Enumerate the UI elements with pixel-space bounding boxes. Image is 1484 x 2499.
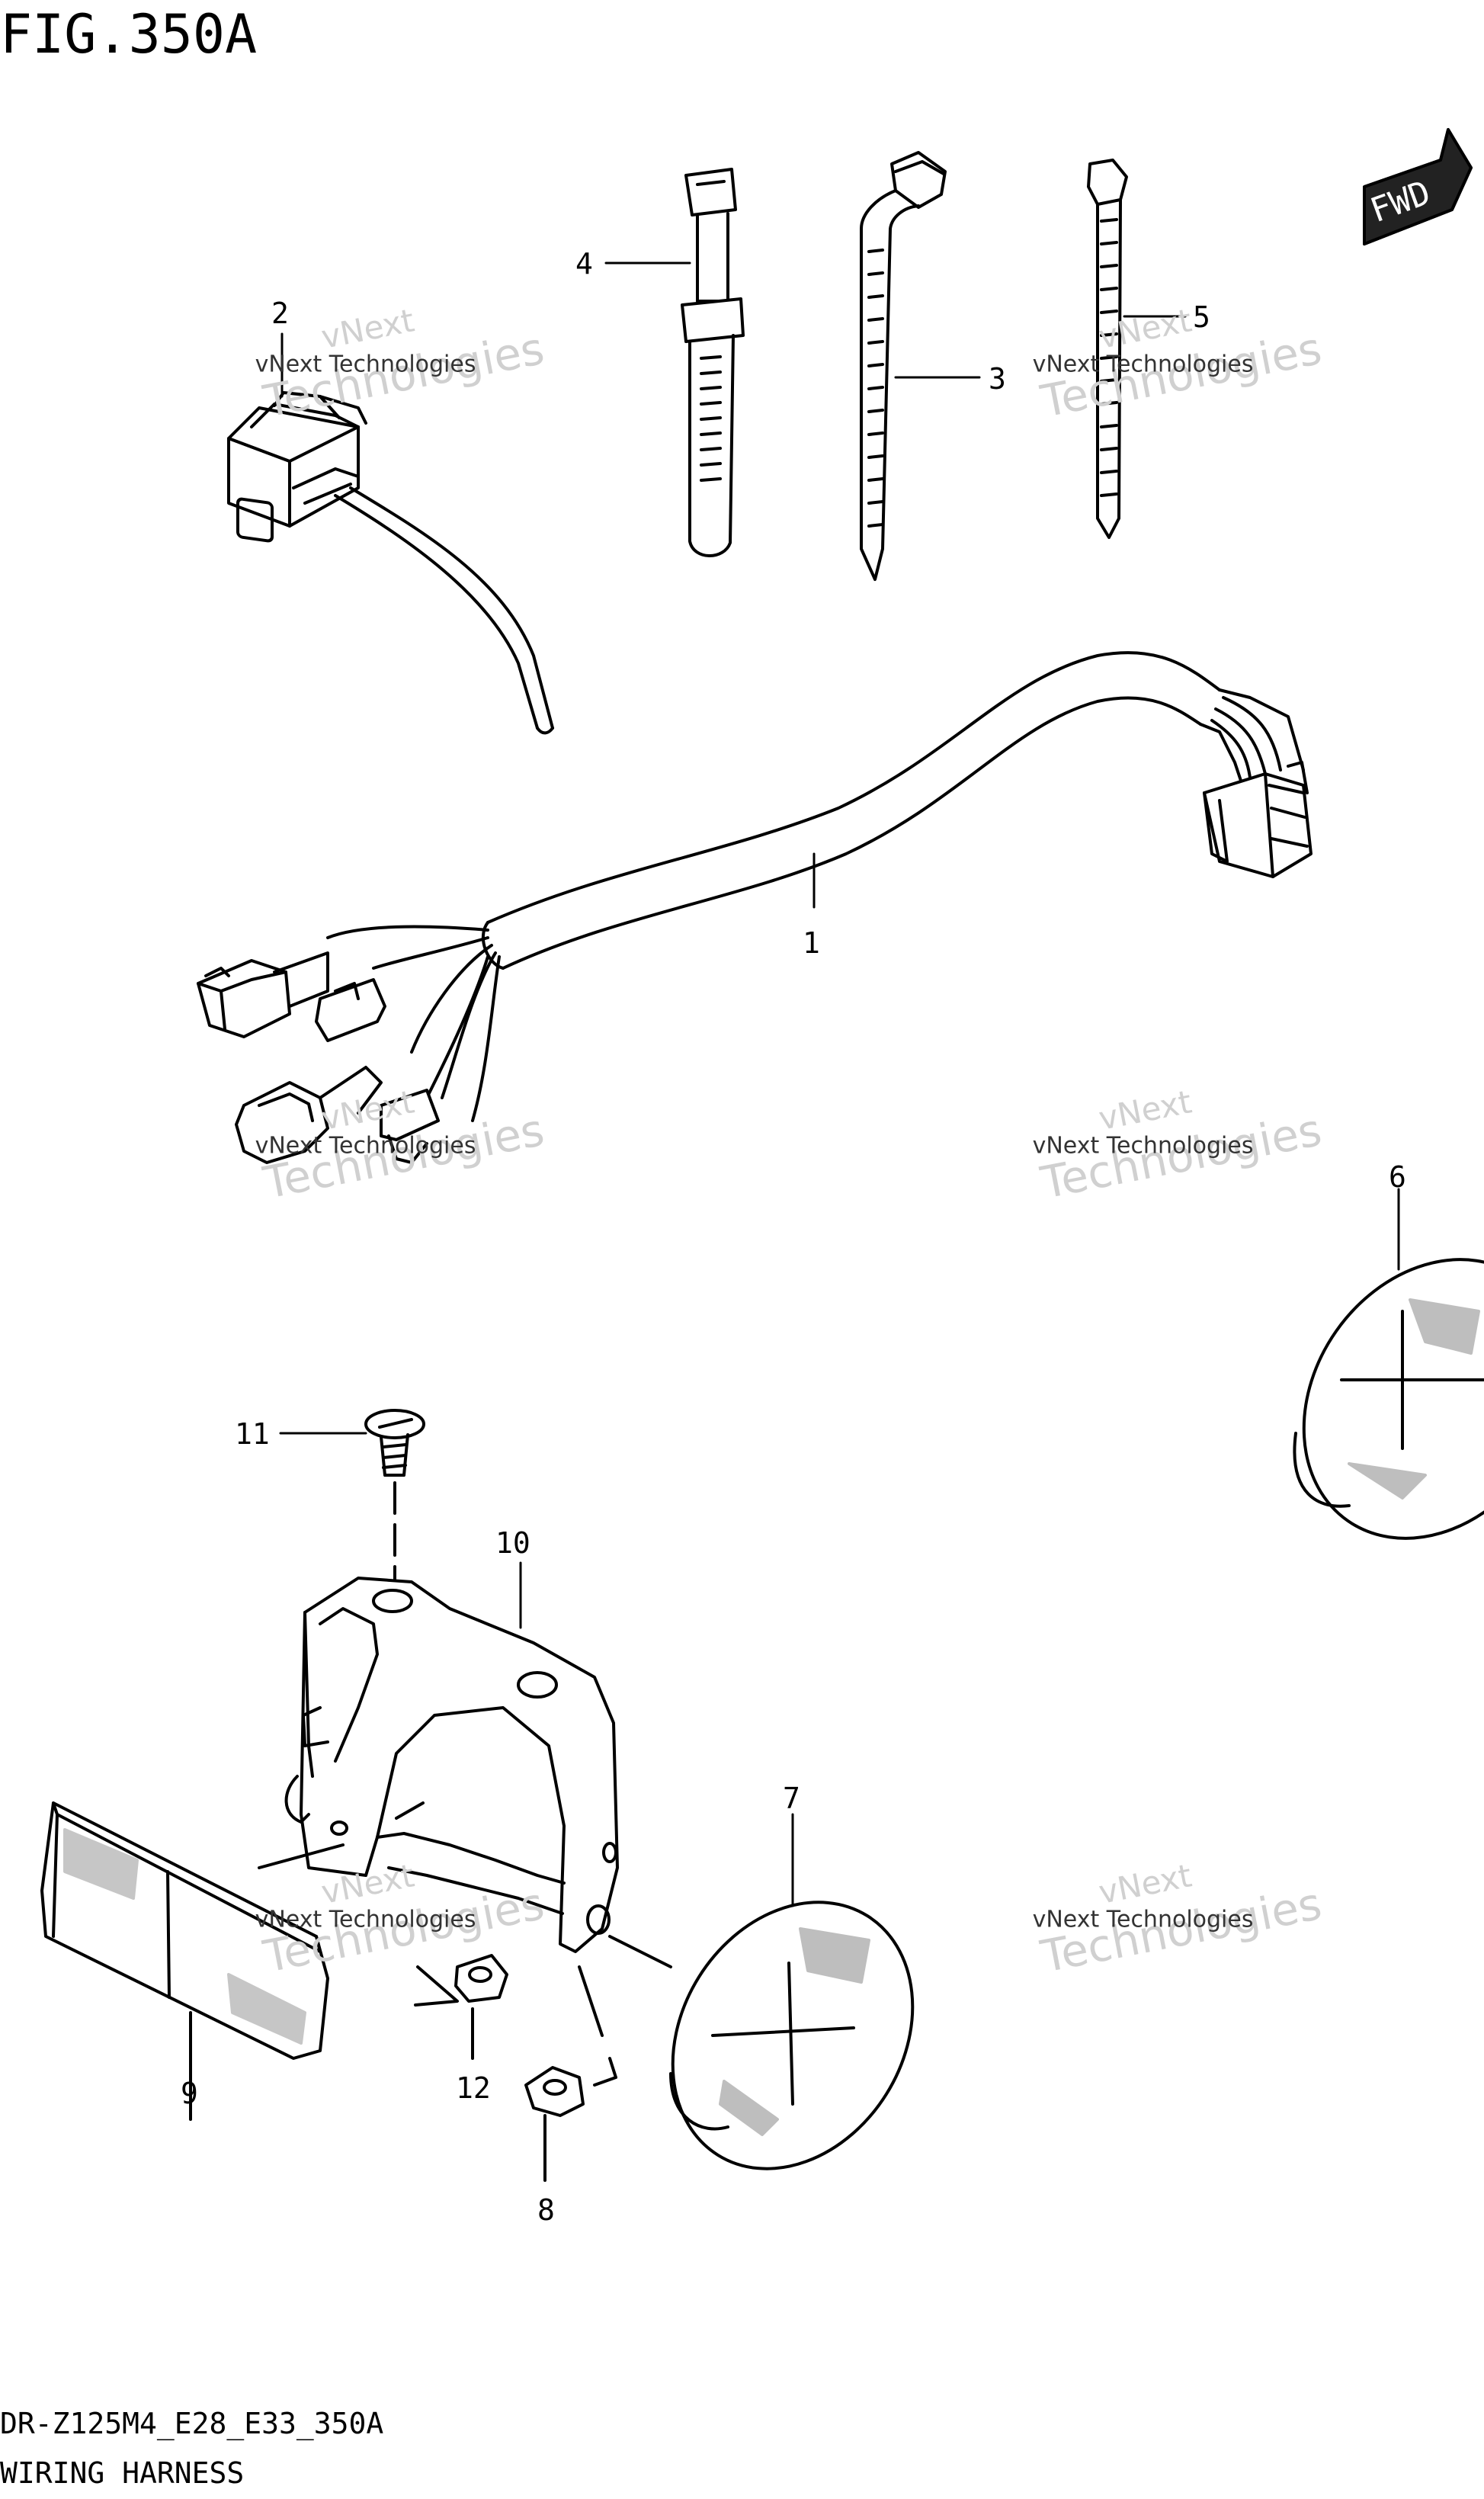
callout-10: 10	[495, 1526, 530, 1560]
callout-5: 5	[1193, 300, 1210, 334]
callout-9: 9	[181, 2077, 198, 2110]
part-4-band-tie	[681, 168, 745, 557]
part-11-screw	[364, 1409, 425, 1599]
callout-2: 2	[271, 297, 289, 330]
callout-8: 8	[537, 2193, 555, 2227]
part-3-cable-tie	[860, 151, 947, 581]
part-7-reflector	[608, 1901, 915, 2170]
callout-3: 3	[989, 362, 1006, 396]
part-5-cable-tie	[1087, 159, 1128, 539]
callout-6: 6	[1389, 1160, 1406, 1194]
figure-label: FIG.350A	[0, 3, 258, 66]
callout-4: 4	[575, 247, 593, 281]
part-1-wiring-harness	[197, 651, 1313, 1164]
leader-lines	[279, 261, 1400, 1907]
part-8-nut	[524, 1965, 617, 2182]
part-12-nut	[414, 1954, 508, 2060]
part-6-reflector	[1293, 1258, 1484, 1540]
diagram-title: WIRING HARNESS	[0, 2456, 245, 2490]
callout-1: 1	[803, 926, 820, 960]
part-2-coupler	[227, 391, 554, 735]
callout-11: 11	[235, 1417, 270, 1451]
fwd-arrow-icon: FWD	[1363, 128, 1473, 245]
callout-12: 12	[456, 2071, 491, 2105]
part-10-bracket	[284, 1577, 619, 1953]
part-9-reflector	[40, 1801, 345, 2121]
model-code: DR-Z125M4_E28_E33_350A	[0, 2407, 384, 2440]
callout-7: 7	[783, 1782, 800, 1815]
